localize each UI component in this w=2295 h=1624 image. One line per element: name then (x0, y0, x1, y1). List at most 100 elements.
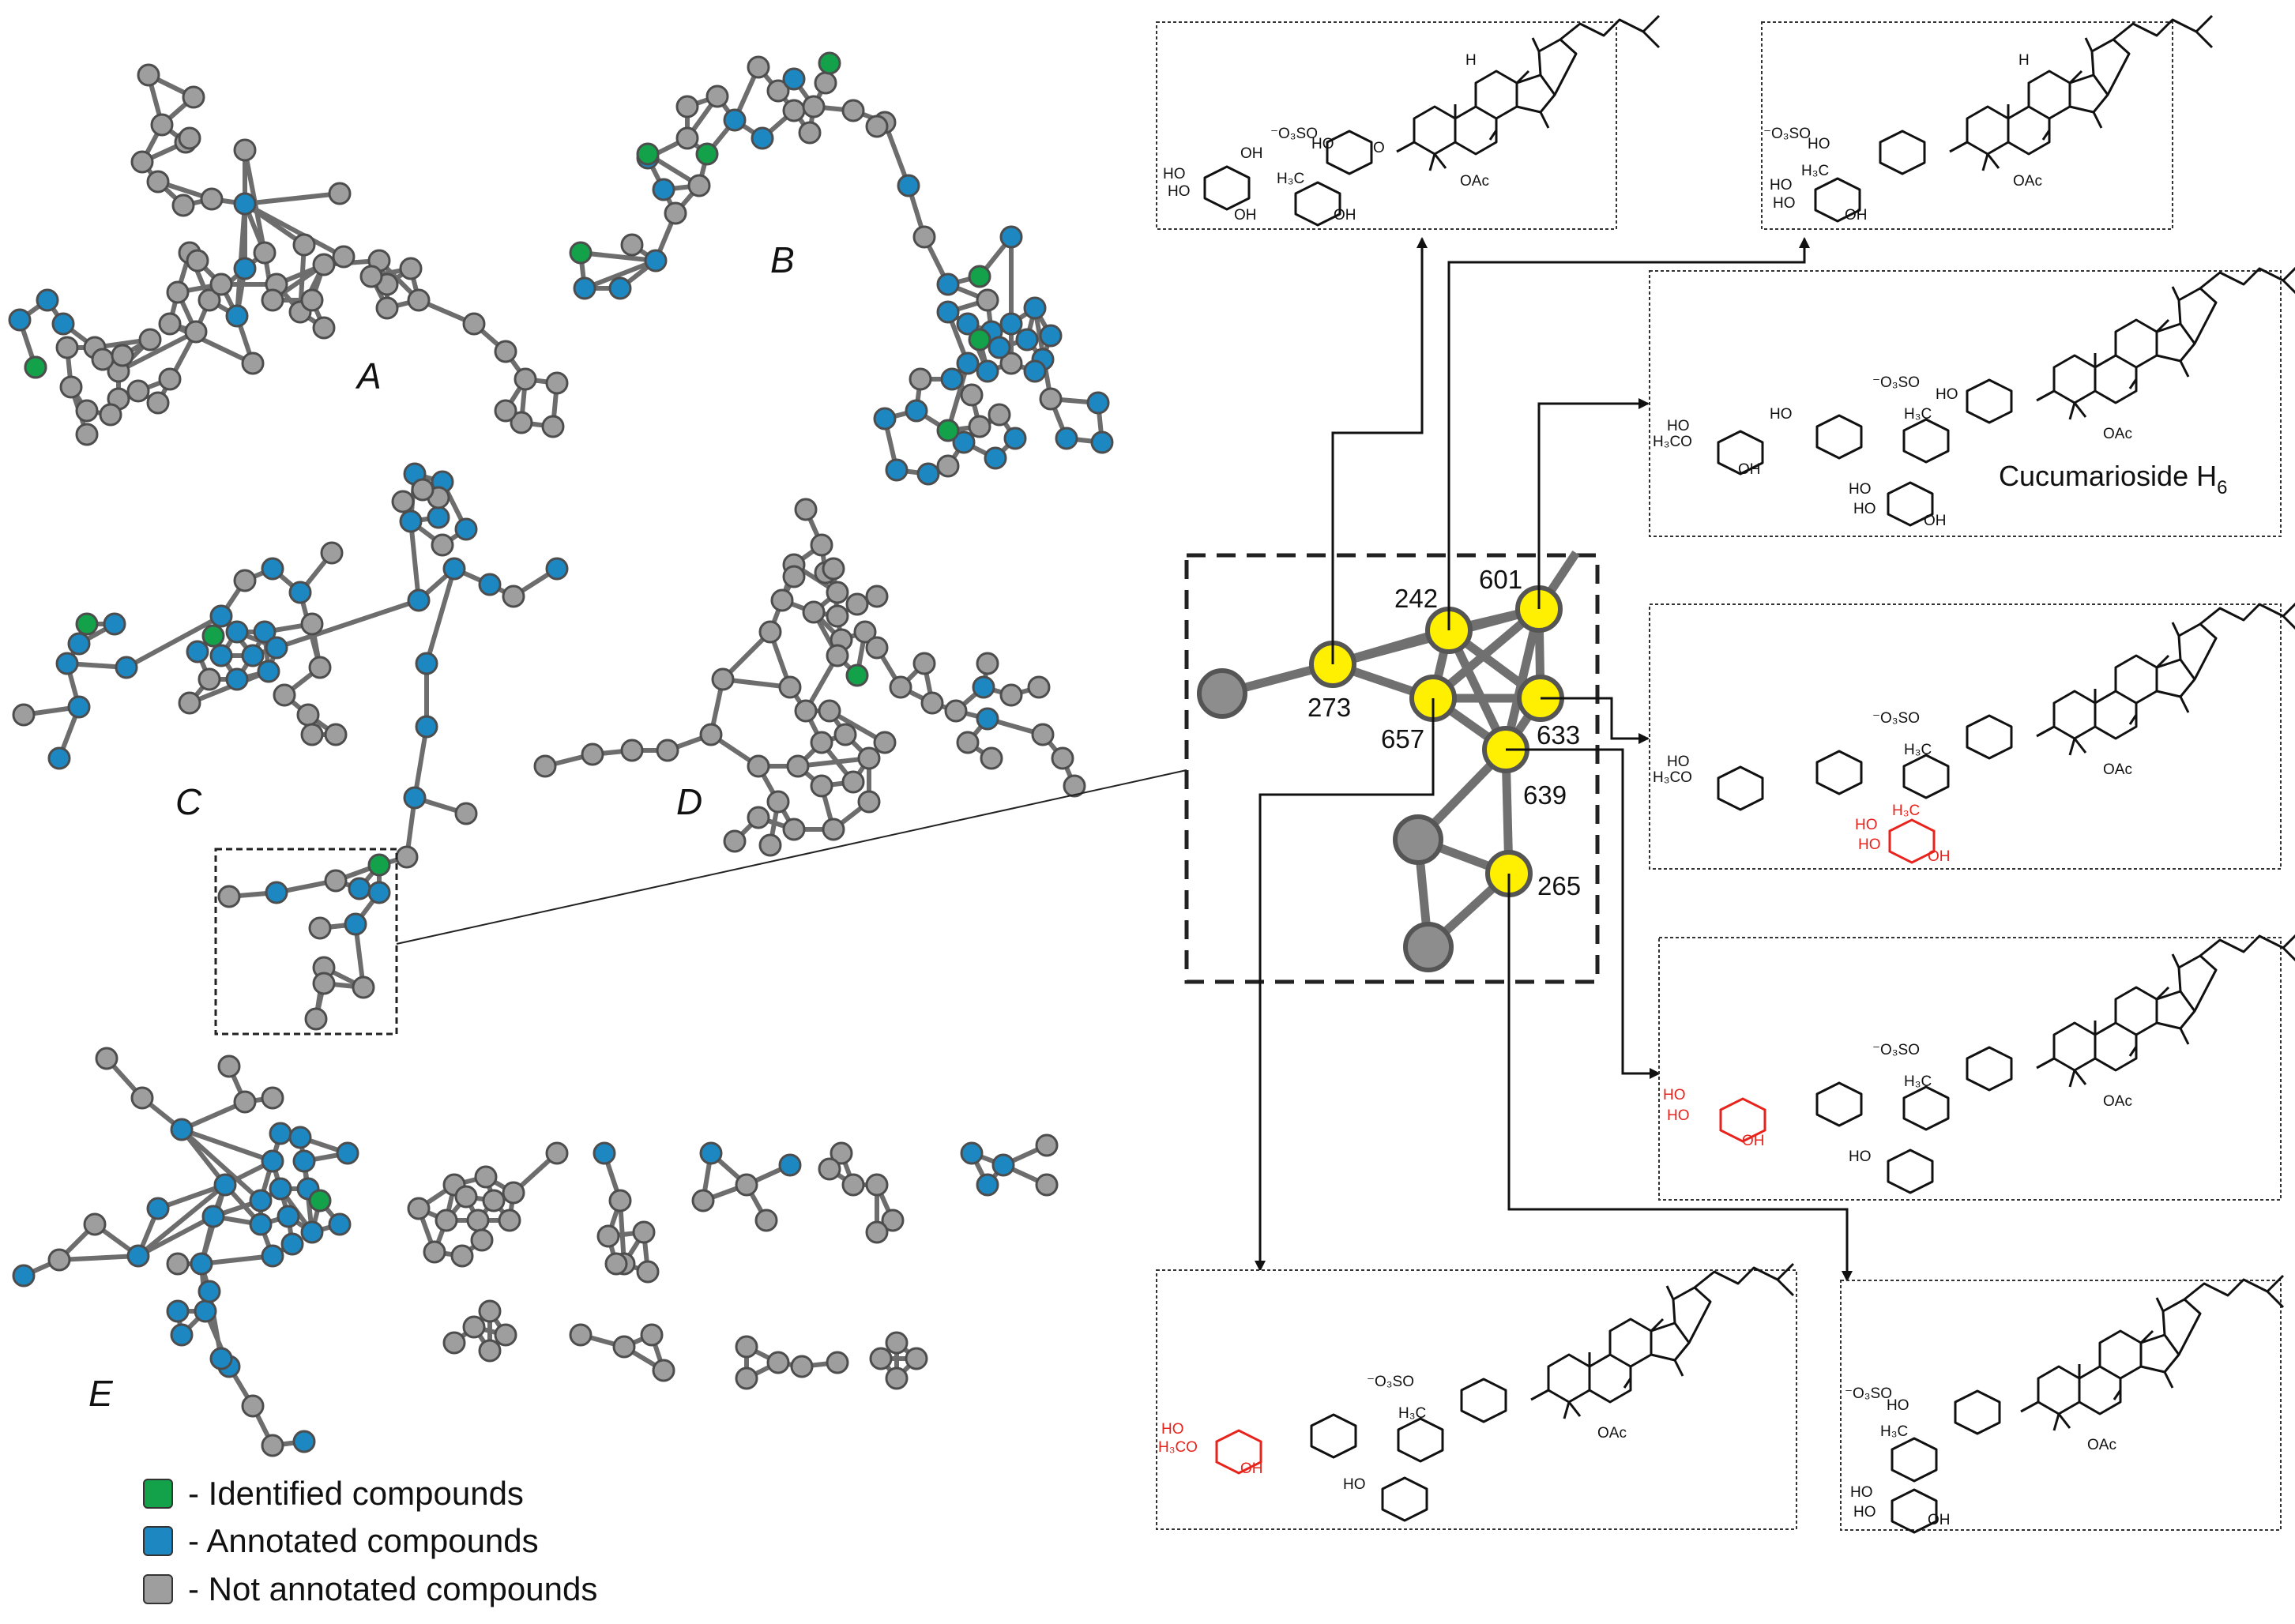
small-f-node[interactable] (494, 1323, 517, 1347)
cluster-a-node[interactable] (111, 344, 134, 367)
cluster-c-node[interactable] (427, 506, 450, 529)
cluster-d-node[interactable] (794, 699, 818, 723)
small-a-node[interactable] (545, 1141, 569, 1165)
cluster-c-node[interactable] (395, 845, 419, 869)
cluster-a-node[interactable] (233, 192, 257, 216)
cluster-e-node[interactable] (292, 1149, 316, 1173)
cluster-b-node[interactable] (569, 241, 593, 265)
cluster-b-node[interactable] (1003, 427, 1027, 450)
cluster-e-node[interactable] (249, 1189, 273, 1212)
small-h-node[interactable] (735, 1366, 758, 1390)
cluster-b-node[interactable] (897, 174, 920, 197)
small-f-node[interactable] (442, 1331, 466, 1355)
cluster-a-node[interactable] (209, 273, 233, 296)
cluster-a-node[interactable] (462, 312, 486, 336)
zoom-node-unlabeled-3[interactable] (1403, 922, 1454, 972)
small-i-node[interactable] (869, 1347, 893, 1370)
cluster-c-node[interactable] (178, 691, 201, 715)
cluster-d-node[interactable] (845, 664, 869, 687)
cluster-a-node[interactable] (59, 375, 83, 399)
cluster-d-node[interactable] (980, 746, 1003, 770)
cluster-c-node[interactable] (391, 490, 415, 513)
cluster-b-node[interactable] (956, 312, 980, 336)
cluster-b-node[interactable] (960, 383, 984, 407)
cluster-a-node[interactable] (494, 399, 517, 423)
cluster-b-node[interactable] (1090, 430, 1114, 454)
small-c-node[interactable] (754, 1209, 778, 1232)
cluster-a-node[interactable] (407, 288, 431, 312)
cluster-a-node[interactable] (178, 126, 201, 150)
cluster-c-node[interactable] (288, 581, 312, 604)
cluster-b-node[interactable] (968, 265, 991, 288)
cluster-a-node[interactable] (146, 391, 170, 415)
cluster-c-node[interactable] (324, 723, 348, 746)
small-a-node[interactable] (407, 1197, 431, 1220)
small-i-node[interactable] (905, 1347, 928, 1370)
cluster-b-node[interactable] (976, 288, 999, 312)
cluster-b-node[interactable] (675, 95, 699, 118)
small-b-node[interactable] (632, 1220, 656, 1244)
cluster-b-node[interactable] (723, 108, 747, 132)
cluster-c-node[interactable] (411, 478, 435, 502)
cluster-c-node[interactable] (308, 656, 332, 679)
small-f-node[interactable] (478, 1339, 502, 1363)
cluster-d-node[interactable] (912, 652, 936, 675)
small-a-node[interactable] (450, 1244, 474, 1268)
small-a-node[interactable] (423, 1240, 446, 1264)
cluster-b-node[interactable] (999, 225, 1023, 249)
cluster-b-node[interactable] (705, 85, 729, 108)
cluster-c-node[interactable] (348, 877, 371, 900)
cluster-c-node[interactable] (296, 703, 320, 727)
small-b-node[interactable] (604, 1252, 628, 1276)
cluster-b-node[interactable] (573, 276, 596, 300)
cluster-e-node[interactable] (170, 1323, 194, 1347)
cluster-b-node[interactable] (751, 126, 774, 150)
small-b-node[interactable] (608, 1189, 632, 1212)
cluster-b-node[interactable] (664, 201, 687, 225)
cluster-a-node[interactable] (51, 312, 75, 336)
cluster-c-node[interactable] (198, 667, 221, 691)
cluster-d-node[interactable] (857, 790, 881, 814)
cluster-c-node[interactable] (103, 612, 126, 636)
cluster-c-node[interactable] (324, 869, 348, 893)
cluster-c-node[interactable] (352, 976, 375, 999)
cluster-c-node[interactable] (312, 972, 336, 995)
cluster-a-node[interactable] (514, 367, 537, 391)
cluster-a-node[interactable] (200, 187, 224, 211)
cluster-e-node[interactable] (12, 1264, 36, 1288)
cluster-d-node[interactable] (826, 644, 849, 667)
small-e-node[interactable] (976, 1173, 999, 1197)
cluster-d-node[interactable] (747, 806, 770, 829)
cluster-c-node[interactable] (273, 683, 296, 707)
small-f-node[interactable] (478, 1299, 502, 1323)
cluster-d-node[interactable] (723, 829, 747, 853)
cluster-d-node[interactable] (1051, 746, 1074, 770)
cluster-e-node[interactable] (170, 1118, 194, 1141)
cluster-e-node[interactable] (300, 1220, 324, 1244)
cluster-a-node[interactable] (126, 379, 150, 403)
cluster-d-node[interactable] (699, 723, 723, 746)
cluster-c-node[interactable] (454, 802, 478, 825)
cluster-e-node[interactable] (130, 1086, 154, 1110)
cluster-c-node[interactable] (217, 885, 241, 908)
small-d-node[interactable] (818, 1157, 841, 1181)
small-d-node[interactable] (830, 1141, 853, 1165)
cluster-d-node[interactable] (581, 742, 604, 766)
cluster-d-node[interactable] (810, 533, 833, 557)
small-a-node[interactable] (474, 1165, 498, 1189)
cluster-b-node[interactable] (976, 359, 999, 383)
cluster-c-node[interactable] (67, 695, 91, 719)
cluster-b-node[interactable] (818, 51, 841, 75)
small-a-node[interactable] (466, 1209, 490, 1232)
cluster-c-node[interactable] (67, 632, 91, 656)
cluster-d-node[interactable] (782, 818, 806, 841)
small-e-node[interactable] (1035, 1173, 1059, 1197)
cluster-b-node[interactable] (1086, 391, 1110, 415)
cluster-b-node[interactable] (885, 458, 909, 482)
cluster-a-node[interactable] (150, 113, 174, 137)
cluster-a-node[interactable] (225, 304, 249, 328)
small-b-node[interactable] (596, 1224, 620, 1248)
cluster-e-node[interactable] (261, 1149, 284, 1173)
cluster-e-node[interactable] (288, 1126, 312, 1149)
cluster-a-node[interactable] (184, 320, 208, 344)
